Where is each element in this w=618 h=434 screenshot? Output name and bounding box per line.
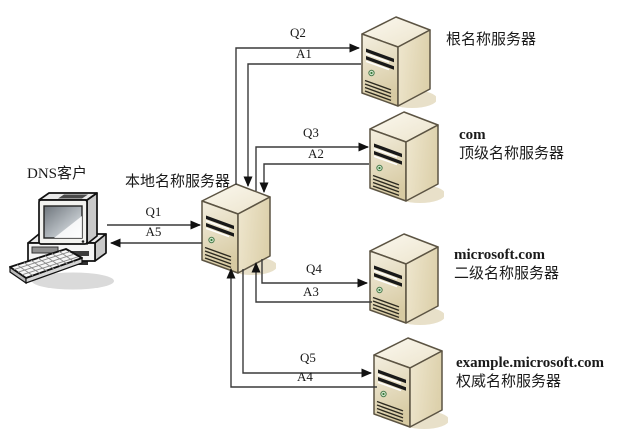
example-server-name: example.microsoft.com [456,355,605,371]
a5-label: A5 [145,224,162,239]
com-server-desc: 顶级名称服务器 [459,146,565,162]
client-shadow [32,272,114,290]
com-server-label: com 顶级名称服务器 [459,126,564,164]
com-server-name: com [459,127,486,143]
com-tld-server-icon [369,111,444,204]
root-name-server-icon [361,16,436,109]
local-name-server-label: 本地名称服务器 [125,174,231,190]
a4-label: A4 [297,369,313,384]
q3-arrow [255,142,369,191]
a3-label: A3 [303,284,319,299]
q5-arrow [242,269,372,378]
q5-label: Q5 [300,350,316,365]
example-server-desc: 权威名称服务器 [456,374,562,390]
a4-arrow [226,268,377,388]
root-server-desc: 根名称服务器 [446,32,537,48]
q1-label: Q1 [145,204,162,219]
microsoft-server-name: microsoft.com [454,247,545,263]
root-server-label: 根名称服务器 [446,31,536,50]
dns-client-label: DNS客户 [27,166,88,182]
q4-arrow [261,259,368,288]
keyboard [9,248,83,285]
monitor-side [86,192,98,245]
microsoft-server-label: microsoft.com 二级名称服务器 [454,246,559,284]
a1-arrow [243,63,361,187]
a2-label: A2 [308,146,324,161]
q2-arrow [235,43,360,185]
q2-label: Q2 [290,25,306,40]
microsoft-server-icon [369,233,444,326]
dns-client-icon [9,192,114,290]
microsoft-server-desc: 二级名称服务器 [454,266,560,282]
a3-arrow [251,262,372,303]
q4-label: Q4 [306,261,322,276]
example-authoritative-server-icon [373,337,448,430]
a2-arrow [259,163,369,193]
q3-label: Q3 [303,125,319,140]
example-server-label: example.microsoft.com 权威名称服务器 [456,354,604,392]
a1-label: A1 [296,46,312,61]
